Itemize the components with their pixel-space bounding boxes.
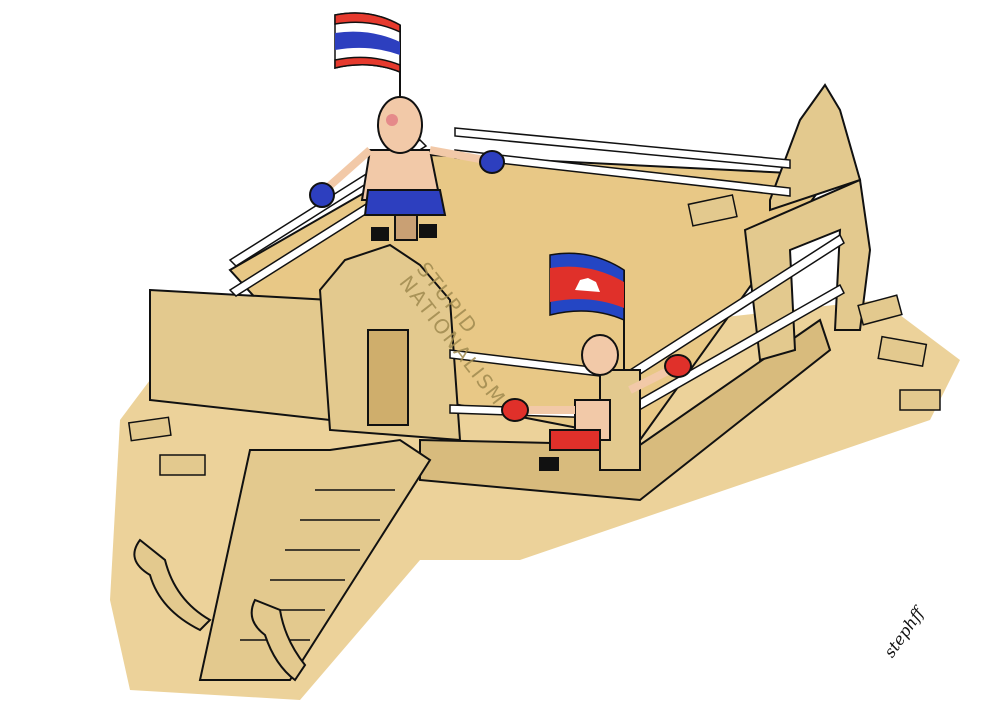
naga-head-right <box>250 598 307 682</box>
temple-wall-front <box>149 288 331 422</box>
ruin-tower <box>769 83 862 212</box>
rubble-stones <box>127 194 941 476</box>
ruin-pillars <box>743 178 872 362</box>
naga-head-left <box>133 538 212 632</box>
boxer-thailand <box>309 96 505 241</box>
boxer-cambodia <box>501 334 692 471</box>
flag-thailand <box>334 12 401 74</box>
gate-doorway <box>367 329 409 426</box>
flag-cambodia <box>549 252 625 322</box>
